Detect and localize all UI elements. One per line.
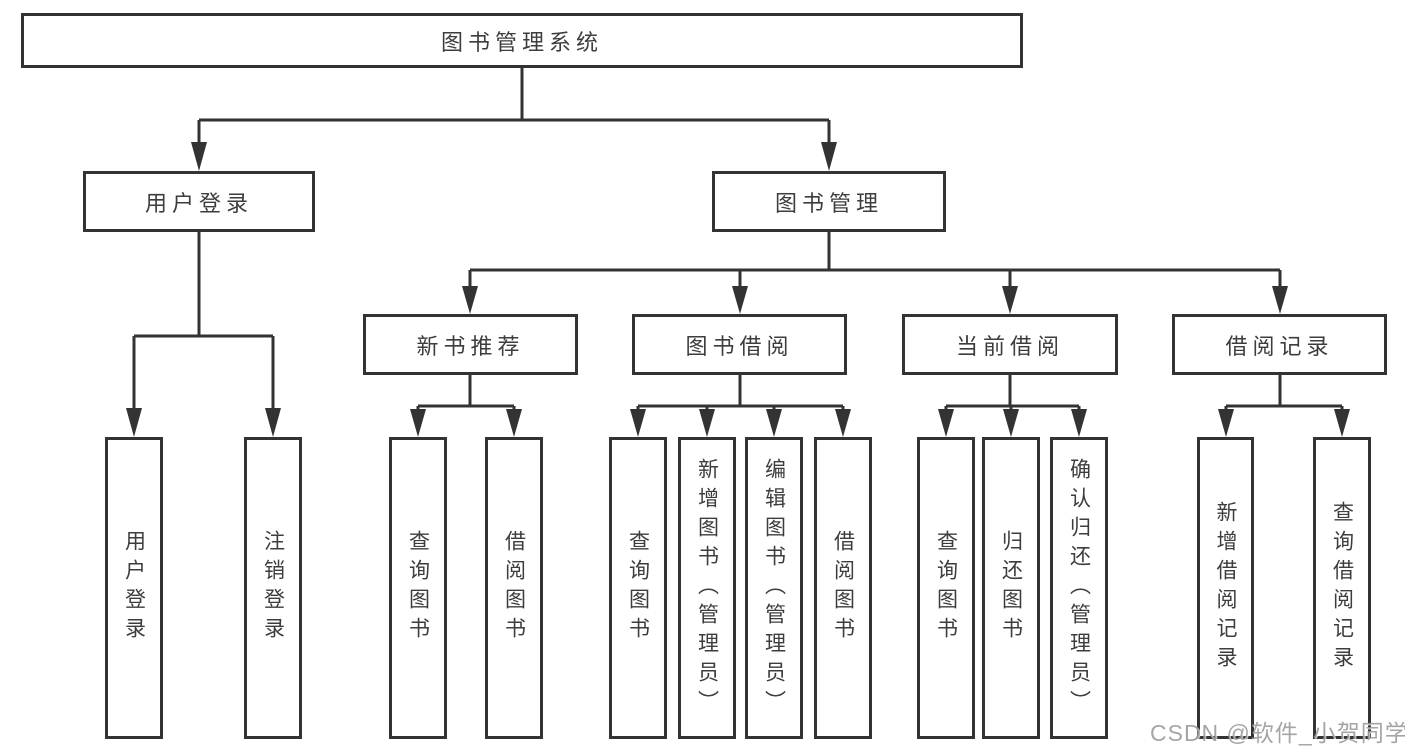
leaf-newbook-borrow-books: 借阅图书 <box>485 437 543 739</box>
node-book-borrowing: 图书借阅 <box>632 314 847 375</box>
leaf-logout: 注销登录 <box>244 437 302 739</box>
leaf-newbook-search-books: 查询图书 <box>389 437 447 739</box>
leaf-borrow-borrow-books: 借阅图书 <box>814 437 872 739</box>
leaf-current-return-books: 归还图书 <box>982 437 1040 739</box>
connector-borrow-records-to-leaves <box>1218 375 1350 437</box>
leaf-borrow-edit-books-admin: 编辑图书（管理员） <box>745 437 803 739</box>
leaf-current-confirm-return-admin: 确认归还（管理员） <box>1050 437 1108 739</box>
node-book-management: 图书管理 <box>712 171 946 232</box>
node-borrowing-records: 借阅记录 <box>1172 314 1387 375</box>
connector-root-to-level2 <box>191 68 837 171</box>
node-user-login: 用户登录 <box>83 171 315 232</box>
connector-user-login-to-leaves <box>126 232 281 437</box>
connector-book-mgmt-to-level3 <box>462 232 1288 314</box>
node-current-borrowing: 当前借阅 <box>902 314 1118 375</box>
node-new-book-recommend: 新书推荐 <box>363 314 578 375</box>
leaf-records-add-borrow-record: 新增借阅记录 <box>1197 437 1254 739</box>
connector-current-borrow-to-leaves <box>938 375 1087 437</box>
connector-book-borrow-to-leaves <box>630 375 851 437</box>
leaf-current-search-books: 查询图书 <box>917 437 975 739</box>
leaf-borrow-add-books-admin: 新增图书（管理员） <box>678 437 736 739</box>
leaf-user-login: 用户登录 <box>105 437 163 739</box>
leaf-borrow-search-books: 查询图书 <box>609 437 667 739</box>
leaf-records-search-borrow-record: 查询借阅记录 <box>1313 437 1371 739</box>
connector-new-book-to-leaves <box>410 375 522 437</box>
watermark: CSDN @软件_小贺同学 <box>1150 720 1405 746</box>
node-root: 图书管理系统 <box>21 13 1023 68</box>
